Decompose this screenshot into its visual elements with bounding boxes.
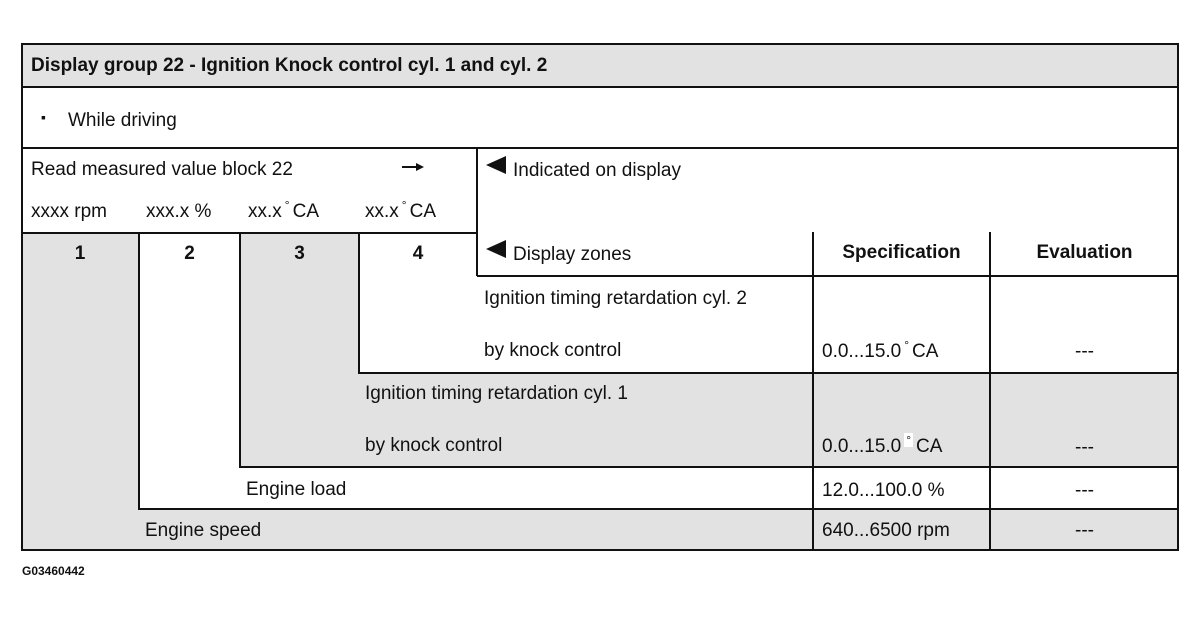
read-block-label: Read measured value block 22 [31, 159, 293, 180]
divider-cyl1-row [239, 466, 1178, 468]
divider-condition [22, 147, 1178, 149]
column-number-3: 3 [294, 243, 305, 264]
divider-read-block [22, 232, 477, 234]
cyl2-label-line2: by knock control [484, 340, 622, 361]
unit-ca-4-value: xx.x [365, 201, 399, 222]
degree-icon: ° [904, 433, 914, 447]
divider-eval-col [989, 232, 991, 550]
unit-ca-4-suffix: CA [409, 201, 436, 222]
triangle-pointer-icon [486, 156, 506, 174]
cyl1-label-line1: Ignition timing retardation cyl. 1 [365, 383, 628, 404]
cyl2-evaluation: --- [1075, 341, 1094, 362]
engine-load-specification: 12.0...100.0 % [822, 480, 945, 501]
column-1-shading [22, 234, 139, 550]
cyl2-spec-value: 0.0...15.0 [822, 341, 902, 362]
engine-speed-specification: 640...6500 rpm [822, 520, 950, 541]
table-frame [21, 43, 1179, 551]
degree-icon: ° [904, 338, 910, 352]
unit-ca-3-suffix: CA [292, 201, 319, 222]
engine-load-evaluation: --- [1075, 480, 1094, 501]
cyl1-label-line2: by knock control [365, 435, 503, 456]
cyl1-spec-unit: CA [916, 436, 943, 457]
cyl1-spec-value: 0.0...15.0 [822, 436, 902, 457]
cyl2-specification: 0.0...15.0°CA [822, 338, 939, 364]
unit-ca-3-value: xx.x [248, 201, 282, 222]
unit-rpm: xxxx rpm [31, 201, 107, 222]
divider-col-2 [239, 234, 241, 468]
unit-percent: xxx.x % [146, 201, 212, 222]
engine-load-label: Engine load [246, 479, 347, 500]
divider-headers [477, 275, 1178, 277]
cyl1-evaluation: --- [1075, 437, 1094, 458]
column-number-4: 4 [412, 243, 424, 264]
indicated-text: Indicated on display [513, 160, 681, 181]
divider-col-3 [358, 234, 360, 374]
specification-header: Specification [842, 242, 961, 263]
divider-col-1 [138, 234, 140, 510]
triangle-pointer-icon [486, 240, 506, 258]
engine-speed-row-shading [139, 509, 1178, 550]
bullet-icon: ▪ [41, 109, 46, 125]
engine-speed-label: Engine speed [145, 520, 262, 541]
divider-cyl2-row [358, 372, 1178, 374]
column-number-2: 2 [184, 243, 195, 264]
degree-icon: ° [284, 198, 290, 212]
divider-spec-col [812, 232, 814, 550]
cyl2-label-line1: Ignition timing retardation cyl. 2 [484, 288, 747, 309]
engine-speed-evaluation: --- [1075, 520, 1094, 541]
title-bar-bg [22, 44, 1178, 88]
cyl1-specification: 0.0...15.0°CA [822, 433, 943, 459]
unit-ca-4: xx.x°CA [365, 198, 436, 224]
cyl2-spec-unit: CA [912, 341, 939, 362]
evaluation-header: Evaluation [1036, 242, 1133, 263]
divider-load-row [138, 508, 1178, 510]
cyl1-row-shading [359, 373, 1178, 467]
divider-title [22, 86, 1178, 88]
right-arrow-icon [402, 163, 424, 171]
condition-text: While driving [68, 110, 177, 131]
display-zones-header: Display zones [513, 244, 632, 265]
figure-id: G03460442 [22, 564, 85, 578]
display-group-title: Display group 22 - Ignition Knock contro… [31, 55, 548, 76]
column-number-1: 1 [74, 243, 86, 264]
degree-icon: ° [401, 198, 407, 212]
unit-ca-3: xx.x°CA [248, 198, 319, 224]
divider-read-indicated [476, 148, 478, 276]
column-3-shading [240, 234, 359, 467]
